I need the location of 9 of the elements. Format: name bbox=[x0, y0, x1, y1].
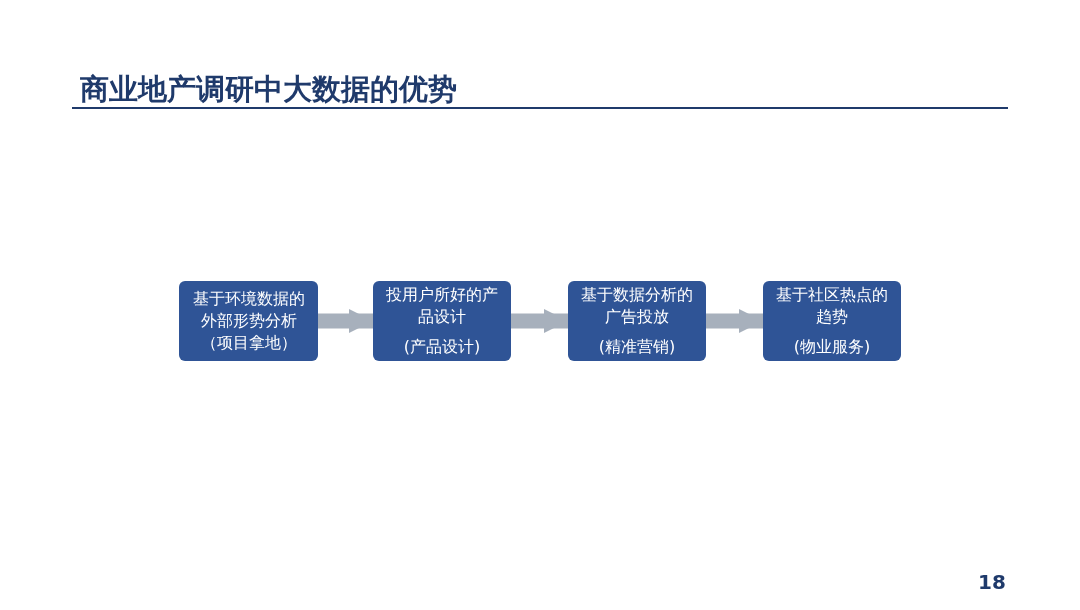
slide-title: 商业地产调研中大数据的优势 bbox=[80, 71, 457, 108]
process-box: 投用户所好的产品设计 (产品设计) bbox=[373, 281, 511, 361]
arrow bbox=[318, 309, 373, 333]
process-box: 基于社区热点的趋势 (物业服务) bbox=[763, 281, 901, 361]
arrow bbox=[706, 309, 763, 333]
arrow bbox=[511, 309, 568, 333]
page-number: 18 bbox=[978, 570, 1006, 594]
process-box: 基于数据分析的广告投放 (精准营销) bbox=[568, 281, 706, 361]
process-box: 基于环境数据的外部形势分析（项目拿地） bbox=[179, 281, 318, 361]
